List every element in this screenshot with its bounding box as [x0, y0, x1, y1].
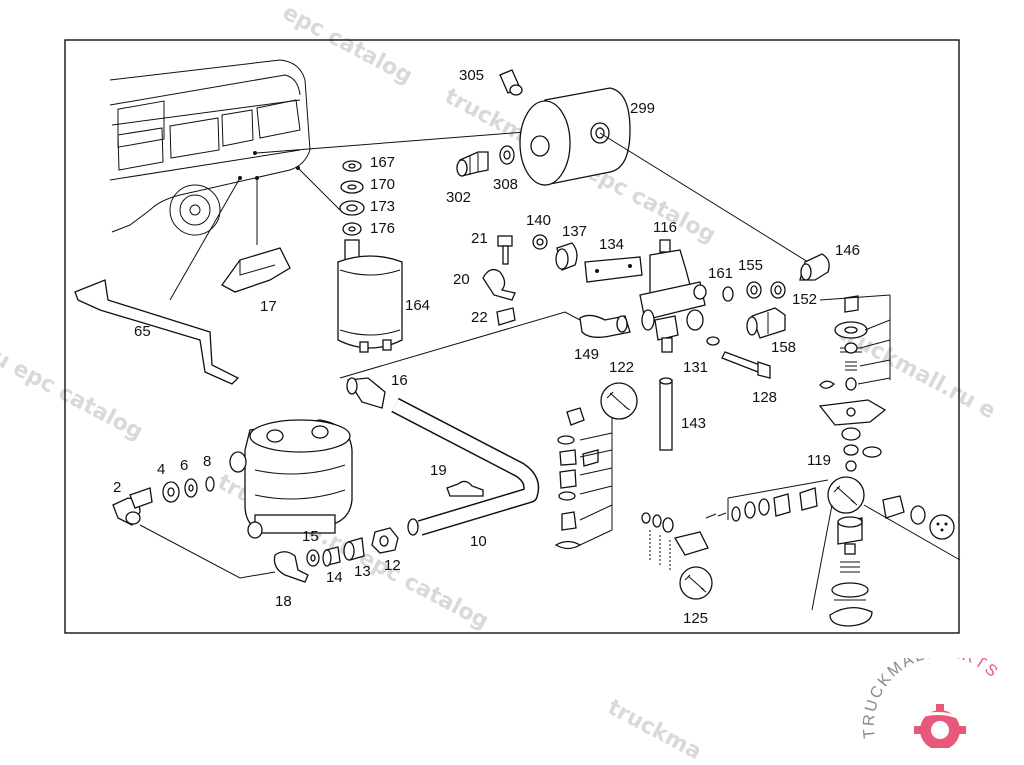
part-155-nut — [746, 281, 762, 299]
part-14-sleeve — [322, 546, 341, 567]
part-label-143: 143 — [681, 415, 706, 432]
part-140-nut — [532, 234, 548, 250]
part-125-assembly — [641, 512, 713, 600]
part-label-22: 22 — [471, 309, 488, 326]
part-2-elbow — [112, 487, 153, 526]
part-305-fitting — [499, 69, 523, 96]
part-13-sleeve — [343, 537, 365, 561]
part-label-140: 140 — [526, 212, 551, 229]
part-label-149: 149 — [574, 346, 599, 363]
part-label-308: 308 — [493, 176, 518, 193]
part-label-21: 21 — [471, 230, 488, 247]
part-4-washer — [162, 481, 180, 503]
part-22-nut — [496, 307, 516, 326]
part-label-6: 6 — [180, 457, 188, 474]
part-label-8: 8 — [203, 453, 211, 470]
part-label-134: 134 — [599, 236, 624, 253]
part-label-305: 305 — [459, 67, 484, 84]
diagram-frame — [64, 39, 960, 634]
part-label-116: 116 — [653, 219, 677, 236]
part-label-16: 16 — [391, 372, 408, 389]
part-label-2: 2 — [113, 479, 121, 496]
part-134-plate — [584, 256, 643, 283]
part-label-170: 170 — [370, 176, 395, 193]
part-119-assembly — [705, 294, 961, 627]
part-label-17: 17 — [260, 298, 277, 315]
part-131-ring — [706, 336, 720, 346]
part-19-clip — [446, 480, 484, 497]
part-15-washer — [306, 549, 320, 567]
part-label-173: 173 — [370, 198, 395, 215]
part-6-washer — [184, 478, 198, 498]
bus-illustration — [109, 59, 311, 236]
compressor-body — [229, 419, 353, 539]
part-label-19: 19 — [430, 462, 447, 479]
part-label-137: 137 — [562, 223, 587, 240]
part-12-nut — [371, 527, 399, 554]
part-label-155: 155 — [738, 257, 763, 274]
part-label-131: 131 — [683, 359, 708, 376]
part-label-18: 18 — [275, 593, 292, 610]
part-8-washer — [205, 476, 215, 492]
part-116-valve — [639, 239, 707, 353]
part-label-176: 176 — [370, 220, 395, 237]
part-label-146: 146 — [835, 242, 860, 259]
part-146-elbow — [799, 253, 830, 281]
part-137-bushing — [555, 242, 578, 271]
part-label-10: 10 — [470, 533, 487, 550]
logo-text-accent: PARTS — [937, 658, 1002, 682]
part-label-14: 14 — [326, 569, 343, 586]
part-308-washer — [499, 145, 515, 165]
part-label-161: 161 — [708, 265, 733, 282]
gear-icon — [914, 704, 966, 756]
washer-stack — [339, 160, 365, 236]
part-20-clamp — [482, 268, 516, 301]
part-143-rod — [659, 377, 673, 451]
part-122-assembly — [554, 382, 638, 550]
part-label-302: 302 — [446, 189, 471, 206]
part-149-elbow — [579, 314, 631, 338]
part-label-119: 119 — [807, 452, 831, 469]
part-10-pipe — [391, 397, 540, 536]
part-label-15: 15 — [302, 528, 319, 545]
part-label-128: 128 — [752, 389, 777, 406]
part-label-65: 65 — [134, 323, 151, 340]
part-16-fitting — [346, 377, 386, 409]
part-label-167: 167 — [370, 154, 395, 171]
part-128-bolt — [721, 351, 771, 379]
part-label-152: 152 — [792, 291, 817, 308]
part-161-ring — [722, 286, 734, 302]
part-65-strap — [74, 279, 240, 385]
part-17-bracket — [221, 247, 291, 293]
part-label-158: 158 — [771, 339, 796, 356]
part-label-20: 20 — [453, 271, 470, 288]
part-label-164: 164 — [405, 297, 430, 314]
part-299-tank — [519, 87, 631, 186]
part-label-4: 4 — [157, 461, 165, 478]
part-label-299: 299 — [630, 100, 655, 117]
part-158-fitting — [746, 307, 786, 339]
part-302-fitting — [456, 151, 489, 177]
part-152-nut — [770, 281, 786, 299]
part-label-125: 125 — [683, 610, 708, 627]
part-label-122: 122 — [609, 359, 634, 376]
part-label-13: 13 — [354, 563, 371, 580]
truckmallparts-logo: TRUCKMALLPARTS — [855, 644, 1020, 756]
part-164-filter — [337, 239, 403, 353]
part-21-bolt — [497, 235, 513, 265]
part-18-clamp — [273, 551, 309, 583]
part-label-12: 12 — [384, 557, 401, 574]
